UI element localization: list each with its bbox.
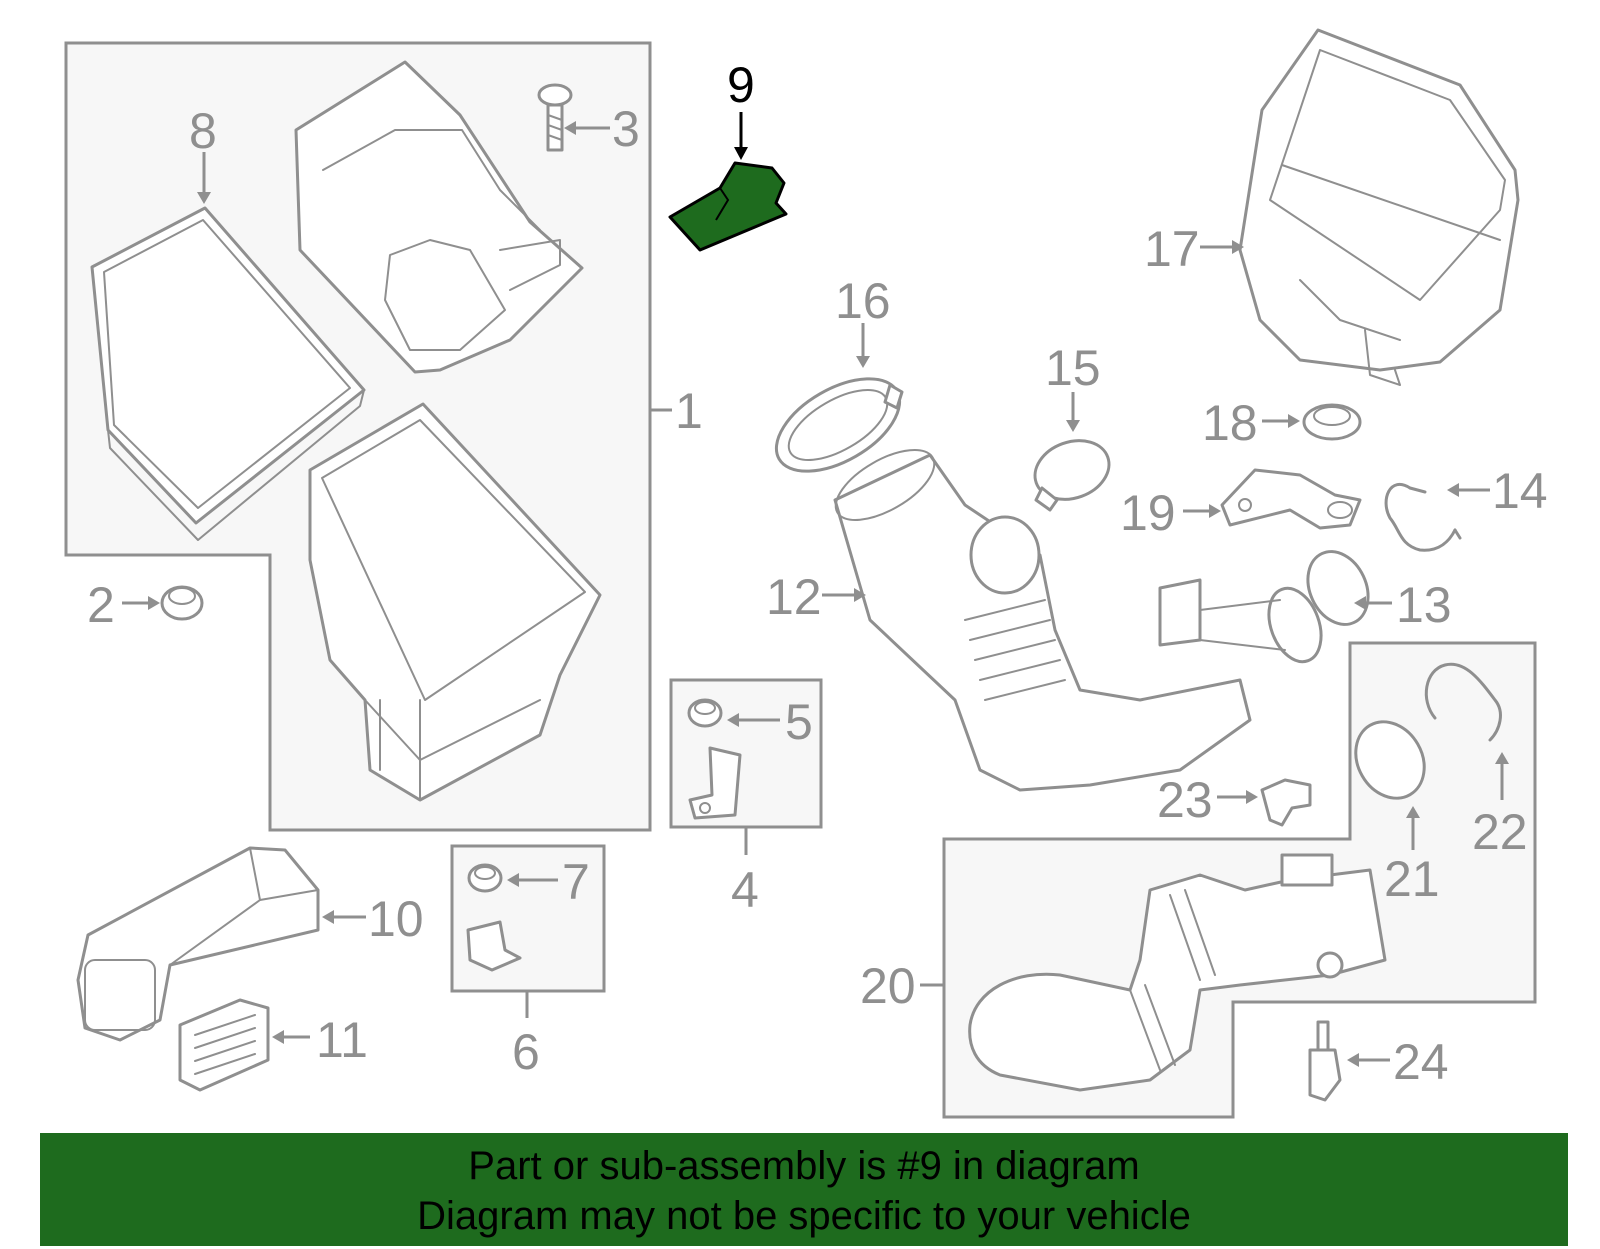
callout-21: 21 [1384, 851, 1440, 907]
callout-6: 6 [512, 1024, 540, 1080]
callout-7: 7 [562, 854, 590, 910]
part-13-seal-ring[interactable] [1297, 542, 1380, 635]
part-3-bolt[interactable] [537, 83, 573, 152]
banner-line-1: Part or sub-assembly is #9 in diagram [468, 1144, 1140, 1188]
callout-19: 19 [1120, 485, 1176, 541]
callout-1: 1 [675, 383, 703, 439]
part-1-housing-cover[interactable] [294, 60, 584, 374]
part-24-sensor[interactable] [1308, 1020, 1342, 1102]
callout-13: 13 [1396, 577, 1452, 633]
part-1-housing-base[interactable] [308, 402, 602, 802]
part-14-hose[interactable] [1384, 482, 1462, 552]
callout-5: 5 [785, 694, 813, 750]
part-21-seal[interactable] [1342, 709, 1437, 810]
part-8-air-filter[interactable] [90, 206, 366, 541]
part-9-sensor[interactable] [668, 161, 788, 252]
part-18-grommet[interactable] [1302, 403, 1362, 441]
callout-16: 16 [835, 273, 891, 329]
callout-4: 4 [731, 862, 759, 918]
callout-17: 17 [1144, 221, 1200, 277]
callout-8: 8 [189, 103, 217, 159]
part-22-hose[interactable] [1424, 662, 1502, 742]
callout-23: 23 [1157, 772, 1213, 828]
callout-15: 15 [1045, 340, 1101, 396]
part-20-intake-pipe[interactable] [968, 853, 1387, 1092]
part-15-clamp[interactable] [1027, 431, 1118, 512]
callout-20: 20 [860, 958, 916, 1014]
callout-3: 3 [612, 101, 640, 157]
callout-22: 22 [1472, 804, 1528, 860]
banner-line-2: Diagram may not be specific to your vehi… [417, 1194, 1191, 1238]
part-4-bracket[interactable] [688, 746, 742, 820]
callout-12: 12 [766, 569, 822, 625]
part-2-grommet[interactable] [160, 585, 204, 621]
part-7-grommet[interactable] [467, 863, 503, 893]
info-banner: Part or sub-assembly is #9 in diagram Di… [40, 1133, 1568, 1246]
part-19-bracket[interactable] [1220, 468, 1362, 530]
part-12-intake-boot[interactable] [825, 436, 1331, 792]
callout-10: 10 [368, 891, 424, 947]
callout-11: 11 [316, 1012, 368, 1068]
part-5-grommet[interactable] [687, 698, 723, 728]
callout-14: 14 [1492, 463, 1548, 519]
part-11-grille[interactable] [178, 998, 270, 1092]
callout-24: 24 [1393, 1034, 1449, 1090]
part-17-airbox-lid[interactable] [1238, 28, 1520, 386]
callout-2: 2 [87, 577, 115, 633]
callout-18: 18 [1202, 395, 1258, 451]
callout-9: 9 [727, 57, 755, 113]
part-23-sensor[interactable] [1260, 778, 1312, 827]
part-10-intake-duct[interactable] [76, 846, 320, 1042]
part-6-clip[interactable] [466, 920, 522, 972]
leader-lines [122, 112, 1509, 1067]
part-16-clamp[interactable] [761, 360, 915, 490]
